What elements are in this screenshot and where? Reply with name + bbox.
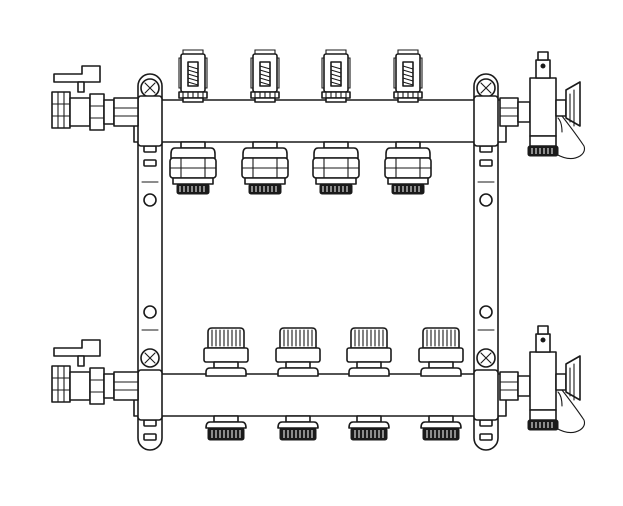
supply-outlet-2 <box>241 141 289 195</box>
flow-meter-3 <box>321 49 351 103</box>
return-outlet-3 <box>348 415 390 441</box>
return-air-vent-valve <box>499 325 586 434</box>
supply-outlet-3 <box>312 141 360 195</box>
left-bracket <box>137 73 163 451</box>
supply-ball-valve <box>51 65 139 131</box>
return-outlet-1 <box>205 415 247 441</box>
flow-meters <box>178 49 423 103</box>
return-ball-valve <box>51 339 139 405</box>
supply-manifold-bar <box>133 95 507 147</box>
return-outlet-4 <box>420 415 462 441</box>
flow-meter-1 <box>178 49 208 103</box>
supply-outlets <box>169 141 432 195</box>
valve-head-3 <box>346 327 392 377</box>
flow-meter-4 <box>393 49 423 103</box>
supply-outlet-4 <box>384 141 432 195</box>
valve-head-4 <box>418 327 464 377</box>
valve-heads <box>203 327 464 377</box>
return-manifold-bar <box>133 369 507 421</box>
valve-head-2 <box>275 327 321 377</box>
supply-outlet-1 <box>169 141 217 195</box>
return-outlet-2 <box>277 415 319 441</box>
valve-head-1 <box>203 327 249 377</box>
supply-air-vent-valve <box>499 51 586 160</box>
return-outlets <box>205 415 462 441</box>
flow-meter-2 <box>250 49 280 103</box>
